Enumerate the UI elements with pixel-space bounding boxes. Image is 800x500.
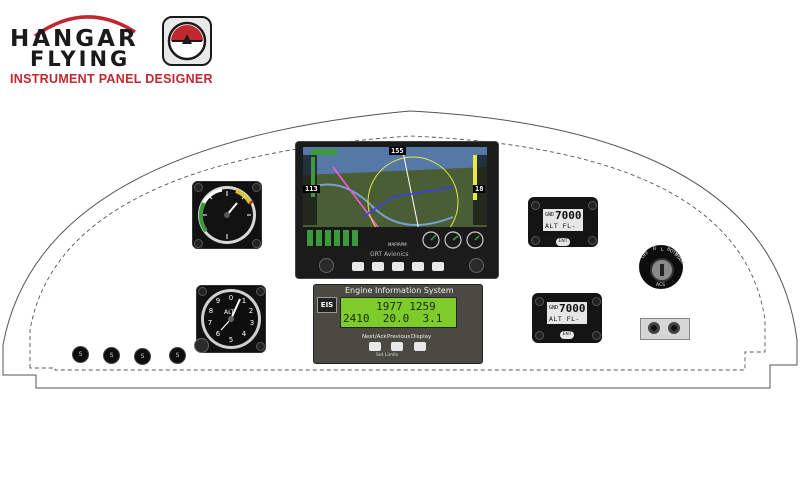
- efis-brand: GRT Avionics: [370, 251, 409, 258]
- ignition-l-label: L: [661, 248, 664, 253]
- eis-set-limits: Set Limits: [376, 353, 399, 358]
- efis-airspeed: 113: [303, 185, 320, 193]
- efis-softkey-1[interactable]: [352, 262, 364, 271]
- svg-text:2: 2: [249, 307, 253, 315]
- switch-2[interactable]: S: [103, 347, 120, 364]
- transponder-top-code: 7000: [555, 209, 582, 222]
- transponder-top-alt: ALT FL-04: [545, 222, 576, 238]
- efis-left-knob[interactable]: [319, 258, 334, 273]
- altimeter-label: ALT: [224, 309, 235, 316]
- transponder-bottom-code: 7000: [559, 302, 586, 315]
- transponder-bottom-mode: GND: [549, 305, 559, 311]
- altimeter-knob[interactable]: [194, 338, 209, 353]
- transponder-top-lcd: 7000 GND ALT FL-04: [543, 209, 583, 238]
- transponder-bottom-alt: ALT FL-04: [549, 315, 580, 331]
- svg-text:7: 7: [208, 319, 212, 327]
- airspeed-dial-icon: [198, 186, 256, 244]
- eis-logo: EIS: [317, 297, 337, 313]
- switch-3[interactable]: S: [134, 348, 151, 365]
- transponder-bottom-lcd: 7000 GND ALT FL-04: [547, 302, 587, 331]
- ignition-key-icon: [639, 245, 683, 289]
- switch-1[interactable]: S: [72, 346, 89, 363]
- svg-text:8: 8: [209, 307, 213, 315]
- audio-jack-icon: [648, 322, 680, 334]
- svg-text:1: 1: [242, 297, 246, 305]
- ignition-acs-label: ACS: [656, 283, 665, 288]
- efis-bottom-readout: MAP/RPM: [388, 242, 407, 247]
- eis-display-button[interactable]: [414, 342, 426, 351]
- switch-4[interactable]: S: [169, 347, 186, 364]
- eis-next-ack-label: Next/Ack: [362, 334, 387, 340]
- eis-lcd-line2: 2410 20.0 3.1: [343, 312, 443, 325]
- svg-text:0: 0: [229, 294, 233, 302]
- efis-right-knob[interactable]: [469, 258, 484, 273]
- eis-next-ack-button[interactable]: [369, 342, 381, 351]
- transponder-top-mode: GND: [545, 212, 555, 218]
- efis-softkey-4[interactable]: [412, 262, 424, 271]
- svg-text:9: 9: [216, 297, 220, 305]
- eis-lcd-line1: 1977 1259: [343, 300, 436, 313]
- transponder-bottom-ent-button[interactable]: ENT: [560, 331, 574, 339]
- eis-previous-label: Previous: [387, 334, 411, 340]
- transponder-top-ent-button[interactable]: ENT: [556, 238, 570, 246]
- svg-text:4: 4: [242, 330, 247, 338]
- efis-heading: 155: [389, 147, 406, 155]
- ignition-r-label: R: [653, 247, 657, 252]
- logo-line1: HANGAR: [10, 26, 139, 52]
- eis-display-label: Display: [411, 334, 432, 340]
- eis-previous-button[interactable]: [391, 342, 403, 351]
- efis-altitude: 18: [473, 185, 486, 193]
- efis-softkey-3[interactable]: [392, 262, 404, 271]
- eis-title: Engine Information System: [345, 286, 454, 295]
- svg-text:3: 3: [250, 319, 254, 327]
- logo-tagline: INSTRUMENT PANEL DESIGNER: [10, 72, 213, 86]
- logo-swoosh-icon: [33, 15, 136, 38]
- moving-map-icon: [303, 147, 487, 250]
- efis-screen: [303, 147, 487, 250]
- logo-line2: FLYING: [30, 47, 131, 71]
- altimeter-dial-icon: 0 12 34 5 67 89: [201, 289, 261, 349]
- attitude-icon: [162, 16, 212, 66]
- svg-text:6: 6: [216, 330, 221, 338]
- efis-softkey-5[interactable]: [432, 262, 444, 271]
- eis-lcd: 1977 1259 2410 20.0 3.1: [340, 297, 457, 328]
- efis-softkey-2[interactable]: [372, 262, 384, 271]
- svg-text:5: 5: [229, 336, 233, 344]
